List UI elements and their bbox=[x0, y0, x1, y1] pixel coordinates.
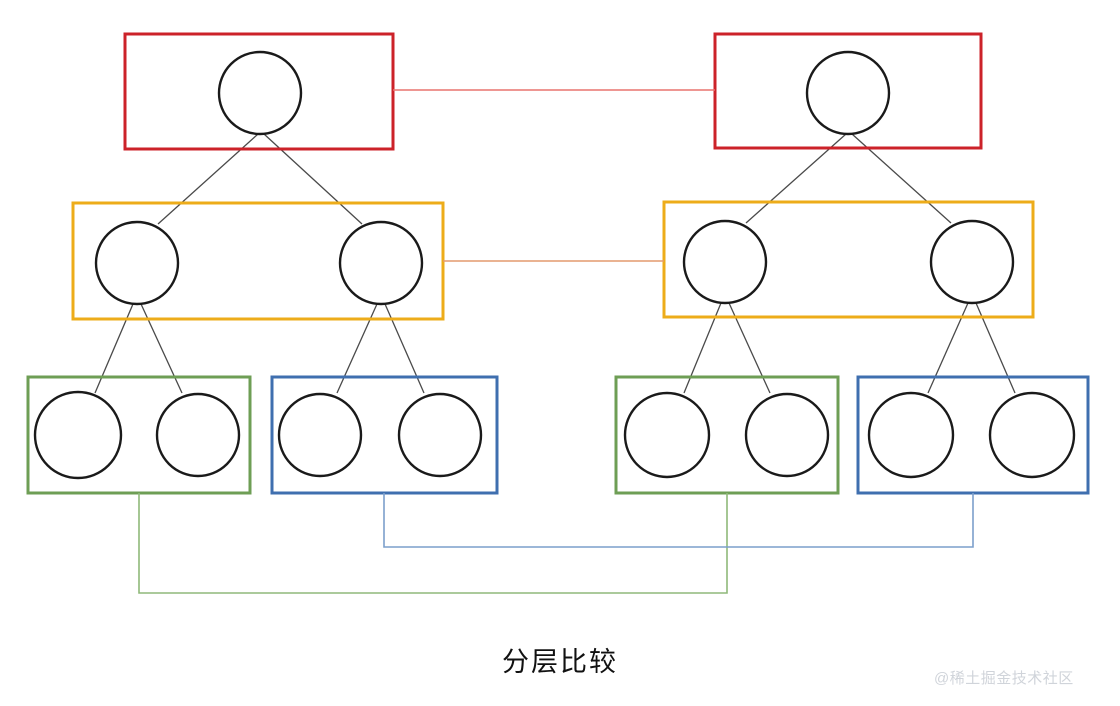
tree-edges-layer bbox=[94, 133, 1016, 394]
edge-left-l2a-c1 bbox=[94, 303, 134, 394]
level2-box-right bbox=[662, 200, 1035, 319]
watermark-label: @稀土掘金技术社区 bbox=[934, 670, 1074, 687]
edge-left-l2b-c2 bbox=[384, 303, 425, 394]
right-tree-node-level3-2 bbox=[867, 391, 955, 479]
left-tree-node-level3-1 bbox=[155, 392, 241, 478]
tree-nodes-layer bbox=[33, 50, 1076, 480]
right-tree-node-root bbox=[805, 50, 891, 136]
edge-left-l2a-c2 bbox=[140, 303, 183, 394]
link-level3-green bbox=[138, 493, 728, 594]
edge-left-l2b-c1 bbox=[336, 303, 378, 394]
level1-box-left bbox=[123, 32, 395, 151]
right-tree-node-level2-0 bbox=[682, 219, 768, 305]
right-tree-node-level2-1 bbox=[929, 219, 1015, 305]
left-tree-node-level3-3 bbox=[397, 392, 483, 478]
left-tree-node-level2-1 bbox=[338, 220, 424, 306]
left-tree-node-level2-0 bbox=[94, 220, 180, 306]
left-tree-node-level3-0 bbox=[33, 390, 123, 480]
right-tree-node-level3-0 bbox=[623, 391, 711, 479]
link-level3-blue bbox=[383, 493, 974, 548]
compare-links-layer bbox=[138, 89, 974, 594]
right-tree-node-level3-3 bbox=[988, 391, 1076, 479]
left-tree-node-level3-2 bbox=[277, 392, 363, 478]
level1-box-right bbox=[713, 32, 983, 150]
left-tree-node-root bbox=[217, 50, 303, 136]
right-tree-node-level3-1 bbox=[744, 392, 830, 478]
page-title: 分层比较 bbox=[502, 647, 618, 677]
